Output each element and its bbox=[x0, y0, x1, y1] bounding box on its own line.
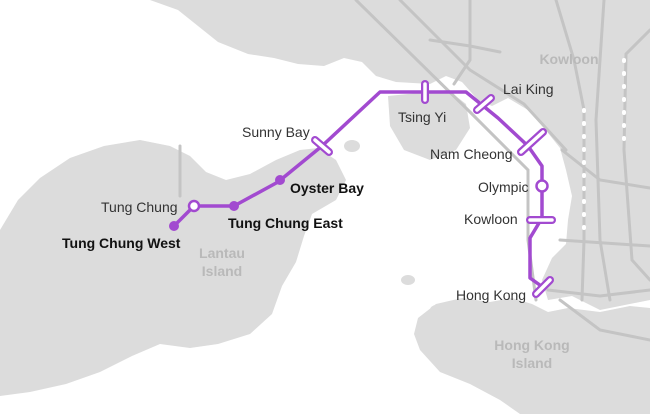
station-label-tung-chung-east[interactable]: Tung Chung East bbox=[228, 215, 343, 231]
land-tsing-yi bbox=[388, 90, 470, 160]
station-marker-tung-chung-east[interactable] bbox=[229, 201, 239, 211]
area-label-hong-kong-island-line1: Hong Kong bbox=[494, 337, 569, 353]
station-marker-hong-kong[interactable] bbox=[532, 276, 554, 298]
islet bbox=[430, 305, 442, 315]
area-label-kowloon: Kowloon bbox=[539, 51, 598, 67]
islet bbox=[344, 140, 360, 152]
station-marker-tung-chung[interactable] bbox=[187, 199, 201, 213]
station-marker-oyster-bay[interactable] bbox=[275, 175, 285, 185]
station-labels: Tung Chung West Tung Chung Tung Chung Ea… bbox=[62, 81, 554, 303]
islet bbox=[512, 401, 528, 411]
station-label-lai-king[interactable]: Lai King bbox=[503, 81, 554, 97]
station-label-tsing-yi[interactable]: Tsing Yi bbox=[398, 109, 446, 125]
station-label-sunny-bay[interactable]: Sunny Bay bbox=[242, 124, 310, 140]
area-labels: Kowloon Lantau Island Hong Kong Island bbox=[199, 51, 599, 371]
background-rail-lines bbox=[178, 0, 650, 342]
area-label-lantau-line1: Lantau bbox=[199, 245, 245, 261]
station-label-hong-kong[interactable]: Hong Kong bbox=[456, 287, 526, 303]
station-label-tung-chung-west[interactable]: Tung Chung West bbox=[62, 235, 181, 251]
station-marker-tung-chung-west[interactable] bbox=[169, 221, 179, 231]
islet bbox=[401, 275, 415, 285]
area-label-hong-kong-island-line2: Island bbox=[512, 355, 552, 371]
station-label-nam-cheong[interactable]: Nam Cheong bbox=[430, 146, 513, 162]
station-marker-lai-king[interactable] bbox=[473, 94, 495, 114]
islet bbox=[591, 393, 605, 403]
area-label-lantau-line2: Island bbox=[202, 263, 242, 279]
land-lantau bbox=[0, 140, 346, 396]
land-kowloon bbox=[150, 0, 650, 310]
station-label-oyster-bay[interactable]: Oyster Bay bbox=[290, 180, 364, 196]
station-marker-sunny-bay[interactable] bbox=[311, 136, 333, 156]
station-label-kowloon[interactable]: Kowloon bbox=[464, 211, 518, 227]
land-hong-kong-island bbox=[414, 298, 650, 414]
station-label-tung-chung[interactable]: Tung Chung bbox=[101, 199, 178, 215]
station-markers bbox=[169, 80, 556, 298]
station-marker-olympic[interactable] bbox=[535, 179, 549, 193]
station-marker-nam-cheong[interactable] bbox=[517, 128, 547, 156]
station-label-olympic[interactable]: Olympic bbox=[478, 179, 529, 195]
